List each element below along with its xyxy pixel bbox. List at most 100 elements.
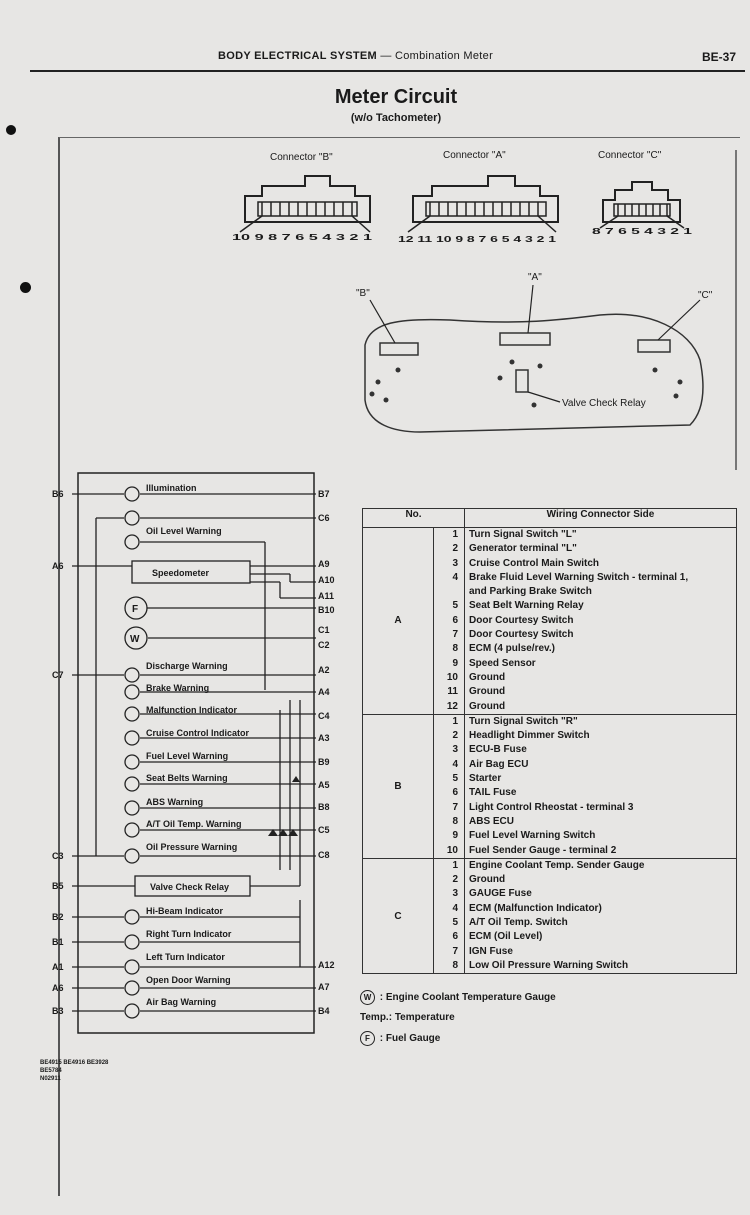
col-header-side: Wiring Connector Side [464, 508, 737, 528]
pin-label: C7 [52, 670, 64, 680]
row-number: 2 [452, 730, 458, 742]
pin-label: B3 [52, 1006, 64, 1016]
row-number: 1 [452, 715, 458, 727]
row-number: 7 [452, 801, 458, 813]
label-at-oil-temp-warning: A/T Oil Temp. Warning [146, 819, 242, 829]
pin-label: B7 [318, 489, 330, 499]
meter-box [77, 472, 315, 1034]
row-number: 3 [452, 888, 458, 900]
row-description: ECM (4 pulse/rev.) [469, 643, 555, 655]
label-illumination: Illumination [146, 483, 197, 493]
pin-label: C6 [318, 513, 330, 523]
pin-label: A5 [318, 780, 330, 790]
row-number: 7 [452, 945, 458, 957]
row-number: 9 [452, 657, 458, 669]
page-number: BE-37 [702, 50, 737, 64]
pin-label: C2 [318, 640, 330, 650]
row-description: Air Bag ECU [469, 758, 529, 770]
label-cruise-control-indicator: Cruise Control Indicator [146, 728, 250, 738]
label-left-turn-indicator: Left Turn Indicator [146, 952, 225, 962]
temp-gauge-symbol: W [130, 634, 140, 645]
punch-hole-mark [20, 282, 31, 293]
row-description: Fuel Level Warning Switch [469, 830, 596, 842]
pin-label: B8 [318, 802, 330, 812]
row-number: 8 [452, 959, 458, 971]
label-fuel-level-warning: Fuel Level Warning [146, 751, 228, 761]
row-description: Speed Sensor [469, 657, 536, 669]
pin-label: C5 [318, 825, 330, 835]
group-descriptions: Turn Signal Switch "L"Generator terminal… [464, 527, 737, 715]
row-description: Engine Coolant Temp. Sender Gauge [469, 859, 645, 871]
row-description: A/T Oil Temp. Switch [469, 917, 568, 929]
row-description: Turn Signal Switch "L" [469, 529, 577, 540]
label-abs-warning: ABS Warning [146, 797, 203, 807]
row-description: Cruise Control Main Switch [469, 557, 600, 569]
pin-label: B2 [52, 912, 64, 922]
connector-c-pins: 8 7 6 5 4 3 2 1 [592, 227, 693, 236]
page-header: BODY ELECTRICAL SYSTEM — Combination Met… [218, 50, 493, 62]
row-description: IGN Fuse [469, 945, 513, 957]
pin-label: A9 [318, 559, 330, 569]
pin-label: C1 [318, 625, 330, 635]
connector-a-label: Connector "A" [443, 150, 506, 161]
legend-text: : Fuel Gauge [379, 1033, 441, 1044]
legend-symbol-f: F [360, 1031, 375, 1046]
section-title: BODY ELECTRICAL SYSTEM [218, 50, 377, 62]
row-number: 1 [452, 529, 458, 540]
pin-label: B6 [52, 489, 64, 499]
pin-label: B5 [52, 881, 64, 891]
pin-label: B9 [318, 757, 330, 767]
label-valve-check-relay: Valve Check Relay [150, 882, 229, 892]
row-description: GAUGE Fuse [469, 888, 532, 900]
group-label: A [362, 527, 434, 715]
pin-label: B4 [318, 1006, 330, 1016]
connector-b-pins: 10 9 8 7 6 5 4 3 2 1 [232, 233, 373, 242]
label-oil-pressure-warning: Oil Pressure Warning [146, 842, 237, 852]
row-description: Ground [469, 686, 506, 698]
circuit-wiring [72, 493, 316, 1012]
component-symbols [124, 486, 251, 1019]
figure-id: BE5784 [40, 1068, 62, 1074]
label-brake-warning: Brake Warning [146, 683, 209, 693]
connector-a-icon [407, 175, 559, 233]
meter-board-outline [364, 313, 704, 433]
component-labels: Illumination Oil Level Warning Speedomet… [146, 483, 250, 1007]
row-number: 6 [452, 931, 458, 943]
row-description: Ground [469, 671, 506, 683]
pin-label: A11 [318, 591, 334, 601]
legend-symbol-w: W [360, 990, 375, 1005]
row-description: Turn Signal Switch "R" [469, 715, 578, 727]
row-number: 2 [452, 543, 458, 555]
board-holes [369, 359, 683, 408]
legend-item-f: F : Fuel Gauge [360, 1031, 440, 1046]
row-description: ABS ECU [469, 815, 515, 827]
label-open-door-warning: Open Door Warning [146, 975, 231, 985]
pin-label: B10 [318, 605, 335, 615]
pin-label: A6 [52, 561, 64, 571]
pin-label: A12 [318, 960, 335, 970]
row-number: 10 [446, 844, 458, 856]
row-description: ECM (Malfunction Indicator) [469, 902, 602, 914]
row-number: 5 [452, 773, 458, 785]
row-description: TAIL Fuse [469, 787, 517, 799]
row-number: 7 [452, 629, 458, 641]
pin-label: A10 [318, 575, 335, 585]
header-rule [30, 70, 745, 72]
row-number: 6 [452, 787, 458, 799]
board-label-relay: Valve Check Relay [562, 398, 646, 409]
pin-label: A4 [318, 687, 330, 697]
punch-hole-mark [6, 125, 16, 135]
label-malfunction-indicator: Malfunction Indicator [146, 705, 237, 715]
row-description: Door Courtesy Switch [469, 629, 574, 641]
figure-frame-right [735, 150, 737, 470]
pin-label: C4 [318, 711, 330, 721]
row-number: 11 [447, 686, 458, 698]
row-description: Ground [469, 700, 506, 712]
row-description: ECM (Oil Level) [469, 931, 543, 943]
pin-label: B1 [52, 937, 64, 947]
right-pin-labels: B7 C6 A9 A10 A11 B10 C1 C2 A2 A4 C4 A3 B… [318, 489, 335, 1016]
row-description: Brake Fluid Level Warning Switch - termi… [469, 571, 689, 583]
pin-label: A1 [52, 962, 64, 972]
